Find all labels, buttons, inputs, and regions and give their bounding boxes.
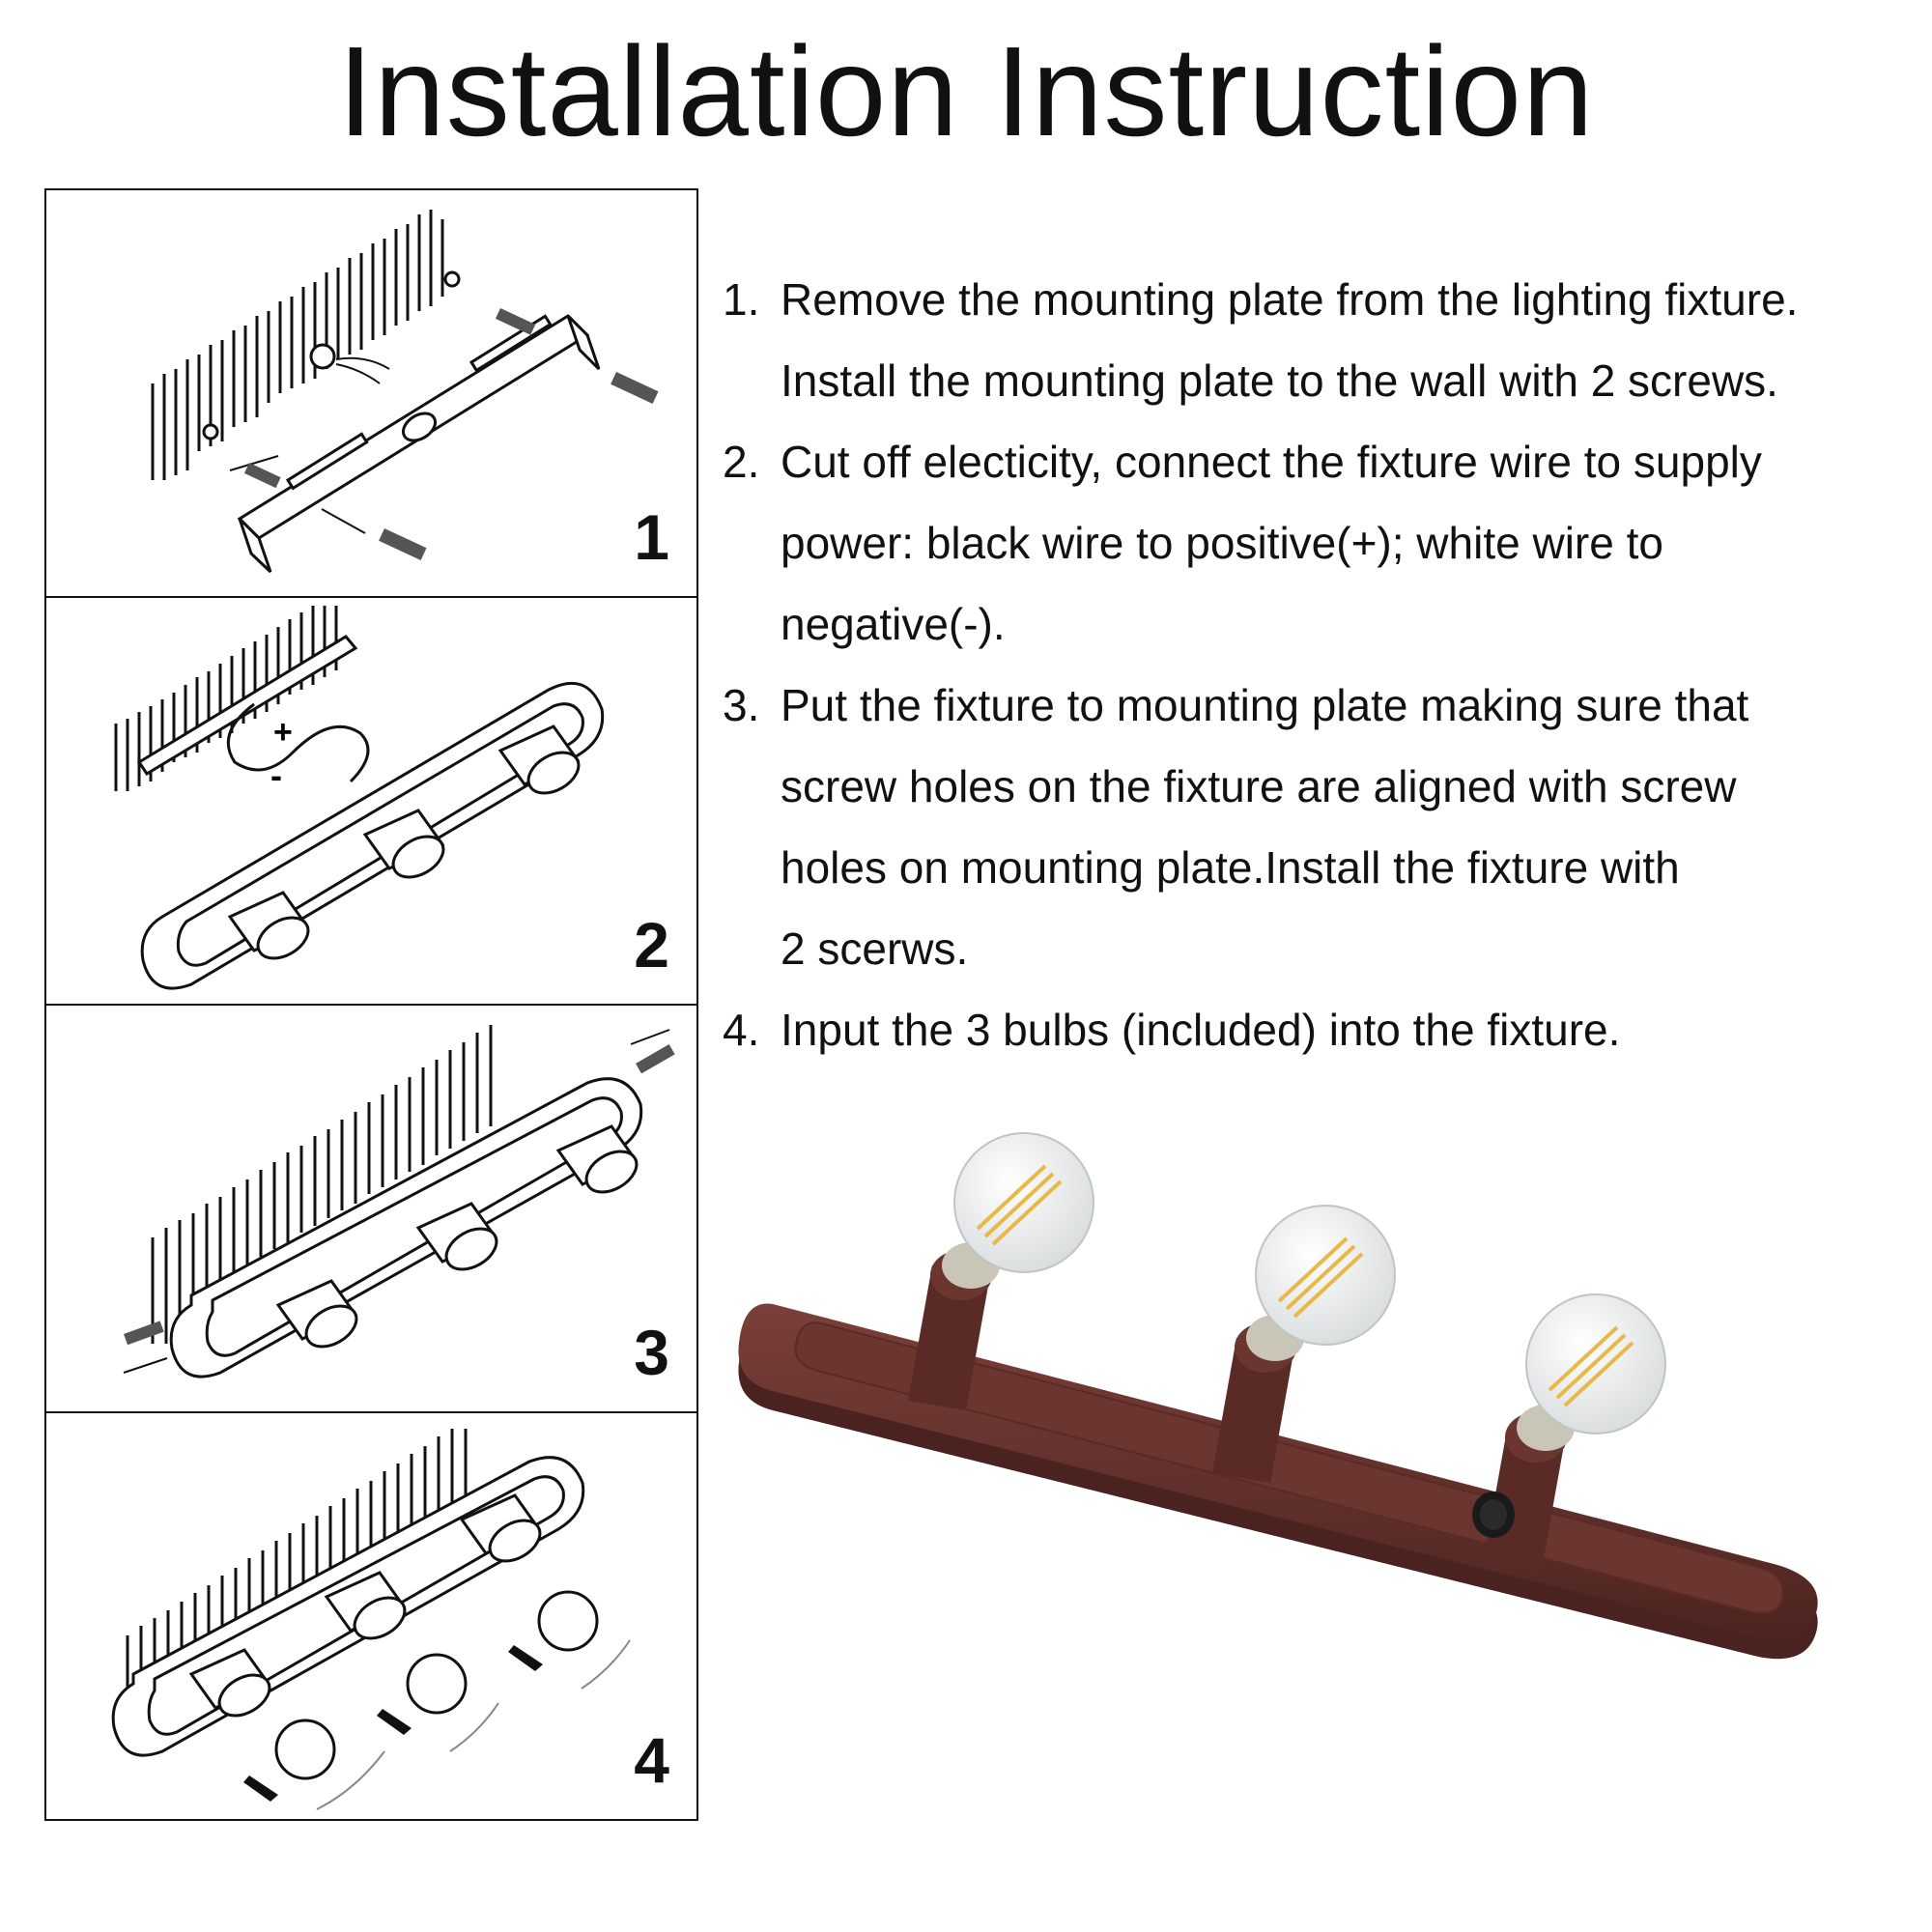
step-3-number: 3 [634, 1317, 669, 1388]
step-number: 1. [723, 274, 760, 325]
bulb-2 [1255, 1205, 1396, 1346]
bulb-icon [406, 1653, 468, 1715]
plus-sign: + [273, 714, 293, 751]
step-1-number: 1 [634, 501, 669, 573]
socket-2 [324, 1571, 407, 1640]
step-3-text: 3. Put the fixture to mounting plate mak… [723, 665, 1920, 989]
diagram-panels: 1 + - [44, 188, 698, 1821]
step-line: Cut off electicity, connect the fixture … [781, 437, 1762, 487]
socket-2 [362, 809, 445, 879]
fixture-mounting-illustration [123, 1025, 675, 1378]
socket-1 [188, 1648, 271, 1718]
step-line: Remove the mounting plate from the light… [781, 274, 1799, 325]
socket-2 [415, 1202, 498, 1271]
instruction-steps: 1. Remove the mounting plate from the li… [723, 259, 1920, 1070]
mounting-plate-illustration [151, 210, 659, 574]
wiring-illustration: + - [114, 606, 605, 990]
step-number: 2. [723, 437, 760, 487]
step-line: screw holes on the fixture are aligned w… [781, 761, 1737, 811]
bulb-3 [1525, 1293, 1666, 1435]
minus-sign: - [270, 755, 282, 795]
step-number: 3. [723, 680, 760, 730]
arrow-icon [508, 1645, 543, 1671]
bulb-1 [953, 1132, 1094, 1273]
step-line: holes on mounting plate.Install the fixt… [781, 842, 1680, 893]
step-line: negative(-). [781, 599, 1006, 649]
socket-3 [1483, 1405, 1575, 1575]
step-number: 4. [723, 1005, 760, 1055]
arrow-icon [377, 1709, 412, 1735]
vanity-light-product-image [738, 1132, 1818, 1660]
socket-1 [908, 1242, 1000, 1410]
socket-2 [1212, 1315, 1304, 1483]
step-4-text: 4. Input the 3 bulbs (included) into the… [723, 989, 1920, 1070]
step-line: power: black wire to positive(+); white … [781, 518, 1663, 568]
step-line: 2 scerws. [781, 923, 969, 974]
bulb-icon [537, 1590, 599, 1652]
socket-1 [227, 891, 310, 960]
step-line: Input the 3 bulbs (included) into the fi… [781, 1005, 1621, 1055]
step-2-text: 2. Cut off electicity, connect the fixtu… [723, 421, 1920, 665]
socket-1 [275, 1279, 358, 1349]
step-4-number: 4 [634, 1724, 669, 1796]
step-2-number: 2 [634, 909, 669, 980]
step-line: Install the mounting plate to the wall w… [781, 355, 1778, 406]
power-switch-icon [1472, 1492, 1515, 1538]
step-line: Put the fixture to mounting plate making… [781, 680, 1749, 730]
arrow-icon [243, 1776, 278, 1802]
socket-3 [497, 724, 581, 795]
page-title: Installation Instruction [337, 20, 1595, 162]
step-3-panel: 3 [44, 1004, 698, 1413]
bulb-installation-illustration [111, 1429, 631, 1810]
step-2-panel: + - 2 [44, 596, 698, 1006]
socket-3 [459, 1493, 542, 1563]
bulb-icon [274, 1719, 336, 1780]
step-1-text: 1. Remove the mounting plate from the li… [723, 259, 1920, 421]
socket-3 [555, 1124, 639, 1194]
step-1-panel: 1 [44, 188, 698, 598]
step-4-panel: 4 [44, 1411, 698, 1821]
